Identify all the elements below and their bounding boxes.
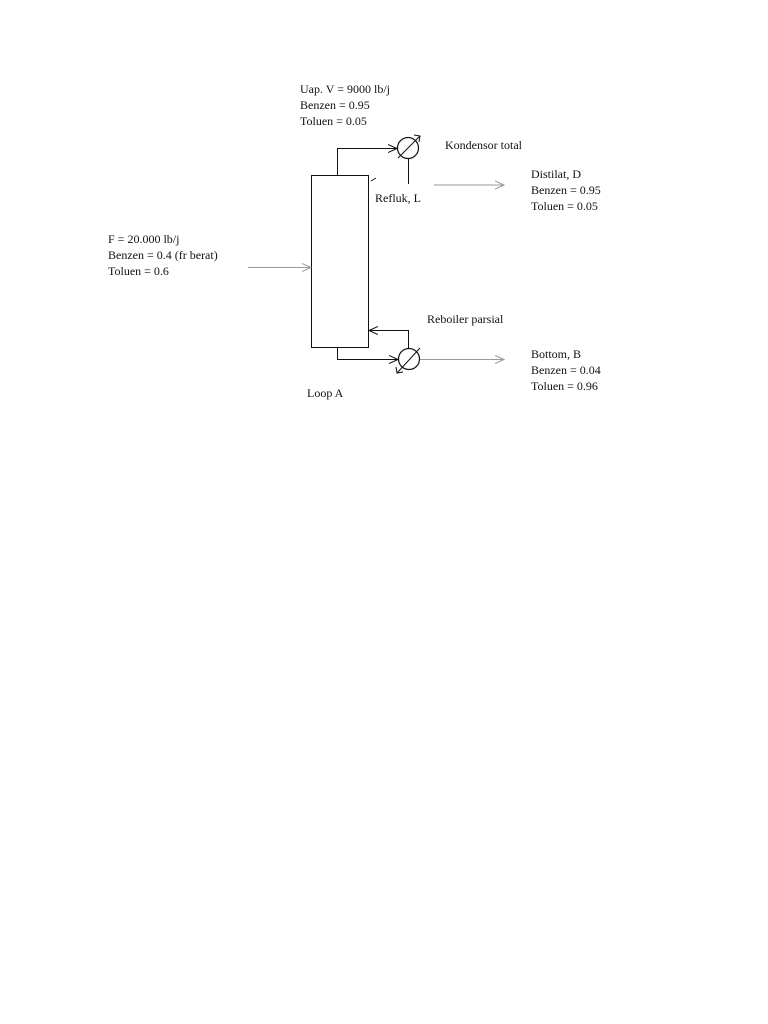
- vapor-benzene-text: Benzen = 0.95: [300, 98, 370, 112]
- distillation-column: [311, 175, 369, 348]
- loop-label: Loop A: [307, 386, 344, 400]
- bottom-stream-label: Bottom, B Benzen = 0.04 Toluen = 0.96: [531, 346, 601, 394]
- bottom-benzene-text: Benzen = 0.04: [531, 363, 601, 377]
- reboiler-label: Reboiler parsial: [427, 312, 504, 326]
- vapor-toluene-text: Toluen = 0.05: [300, 114, 367, 128]
- bottom-toluene-text: Toluen = 0.96: [531, 379, 598, 393]
- reflux-entry-tick: [370, 177, 377, 182]
- vapor-line: [337, 149, 398, 175]
- distillate-stream-label: Distilat, D Benzen = 0.95 Toluen = 0.05: [531, 166, 601, 214]
- distillate-toluene-text: Toluen = 0.05: [531, 199, 598, 213]
- reboiler-icon: [395, 347, 421, 374]
- vapor-flow-text: Uap. V = 9000 lb/j: [300, 82, 390, 96]
- reboiler-return-line: [369, 331, 409, 349]
- feed-toluene-text: Toluen = 0.6: [108, 264, 169, 278]
- distillate-benzene-text: Benzen = 0.95: [531, 183, 601, 197]
- bottom-name-text: Bottom, B: [531, 347, 582, 361]
- feed-benzene-text: Benzen = 0.4 (fr berat): [108, 248, 218, 262]
- bottom-liquid-line: [337, 348, 399, 360]
- condenser-icon: [396, 134, 421, 160]
- vapor-stream-label: Uap. V = 9000 lb/j Benzen = 0.95 Toluen …: [300, 81, 390, 129]
- condenser-label: Kondensor total: [445, 138, 522, 152]
- feed-flow-text: F = 20.000 lb/j: [108, 232, 180, 246]
- distillate-name-text: Distilat, D: [531, 167, 581, 181]
- feed-stream-label: F = 20.000 lb/j Benzen = 0.4 (fr berat) …: [108, 231, 218, 279]
- reflux-label: Refluk, L: [375, 191, 421, 205]
